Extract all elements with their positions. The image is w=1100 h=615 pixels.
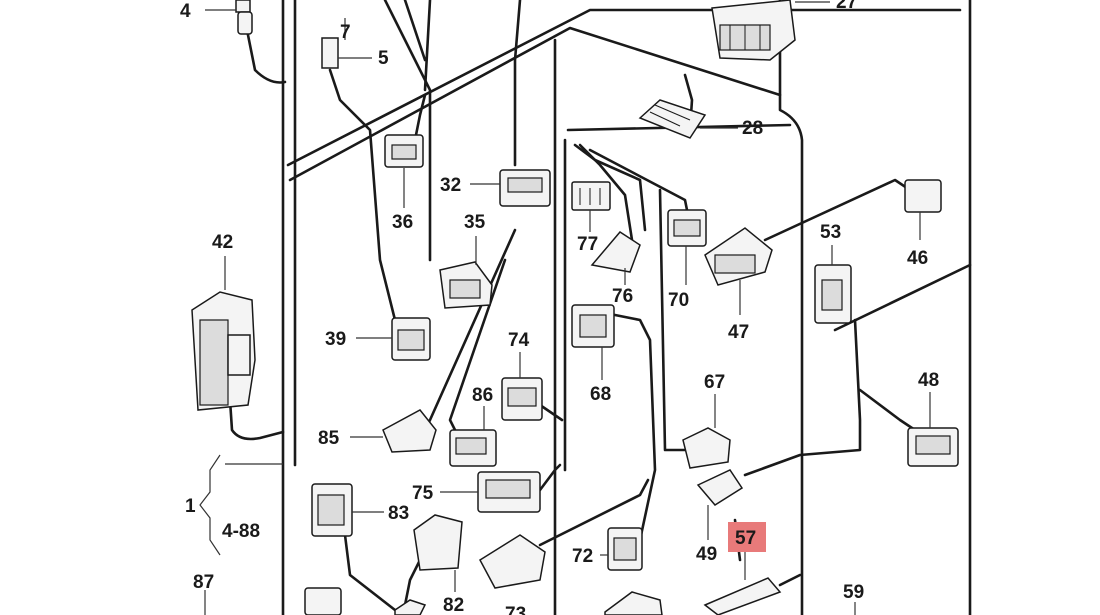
label-86: 86 — [472, 385, 493, 406]
label-32: 32 — [440, 175, 461, 196]
label-4: 4 — [180, 1, 191, 22]
connector-85 — [382, 409, 437, 453]
connector-48 — [907, 427, 959, 467]
harness-wires — [228, 0, 972, 615]
highlight-box-57 — [728, 522, 766, 552]
connector-35 — [439, 261, 493, 309]
connector-73 — [479, 534, 546, 589]
callout-labels: 4 7 5 27 28 32 36 35 42 39 77 76 70 47 5… — [180, 0, 939, 615]
label-5: 5 — [378, 48, 389, 69]
connector-27 — [711, 0, 796, 61]
label-85: 85 — [318, 428, 340, 449]
connector-77 — [571, 181, 611, 211]
connector-32 — [499, 169, 551, 207]
connector-42 — [191, 291, 256, 411]
label-68: 68 — [590, 384, 611, 405]
connector-4 — [235, 0, 253, 35]
label-4-88: 4-88 — [222, 521, 260, 542]
connector-49 — [696, 469, 744, 506]
connector-75 — [477, 471, 541, 513]
connector-70 — [667, 209, 707, 247]
label-27: 27 — [836, 0, 857, 13]
connector-36 — [384, 134, 424, 168]
connector-86 — [449, 429, 497, 467]
connector-72 — [607, 527, 643, 571]
label-57: 57 — [735, 528, 756, 549]
label-53: 53 — [820, 222, 841, 243]
connector-5 — [321, 37, 339, 69]
connector-83 — [311, 483, 353, 537]
connector-76 — [590, 231, 641, 273]
label-70: 70 — [668, 290, 689, 311]
label-42: 42 — [212, 232, 233, 253]
label-46: 46 — [907, 248, 928, 269]
label-48: 48 — [918, 370, 939, 391]
connector-68 — [571, 304, 615, 348]
label-47: 47 — [728, 322, 749, 343]
label-82: 82 — [443, 595, 464, 615]
label-39: 39 — [325, 329, 346, 350]
label-77: 77 — [577, 234, 598, 255]
label-49: 49 — [696, 544, 717, 565]
label-76: 76 — [612, 286, 633, 307]
label-67: 67 — [704, 372, 725, 393]
label-28: 28 — [742, 118, 763, 139]
leader-lines — [199, 1, 931, 615]
connector-46 — [904, 179, 942, 213]
label-59: 59 — [843, 582, 864, 603]
connector-82 — [413, 514, 463, 571]
connector-39 — [391, 317, 431, 361]
label-75: 75 — [412, 483, 434, 504]
connector-57 — [703, 577, 782, 615]
connector-87 — [304, 587, 342, 615]
label-35: 35 — [464, 212, 486, 233]
label-72: 72 — [572, 546, 593, 567]
connector-74 — [501, 377, 543, 421]
label-73: 73 — [505, 604, 526, 615]
connector-bottom-mid — [394, 591, 663, 615]
connector-47 — [704, 227, 773, 286]
connector-67 — [682, 427, 731, 469]
label-83: 83 — [388, 503, 409, 524]
label-36: 36 — [392, 212, 413, 233]
label-7: 7 — [340, 22, 351, 43]
label-87: 87 — [193, 572, 214, 593]
connector-28 — [638, 99, 707, 139]
connector-53 — [814, 264, 852, 324]
label-1: 1 — [185, 496, 196, 517]
label-74: 74 — [508, 330, 530, 351]
